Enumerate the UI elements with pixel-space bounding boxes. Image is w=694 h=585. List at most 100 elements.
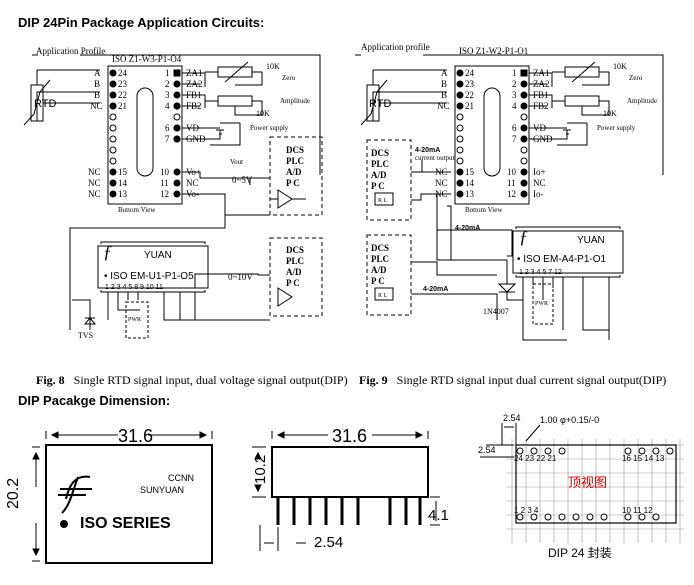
- fig8-module: • ISO EM-U1-P1-O5: [104, 271, 194, 282]
- fig9-r1p: 2: [512, 79, 517, 89]
- fig8-dcs2-l3: P C: [286, 278, 300, 288]
- fig9-model: ISO Z1-W2-P1-O1: [459, 46, 528, 56]
- fig8-r5p: 7: [165, 134, 170, 144]
- fig9-pot-zero: [564, 66, 600, 78]
- fig9-l3n: NC: [437, 101, 450, 111]
- fig9-dcs1-l0: DCS: [371, 148, 389, 158]
- dim-d-top: 2.54: [503, 413, 521, 423]
- dim-w1: 31.6: [118, 426, 153, 446]
- pkg-pin1-dot: [60, 520, 68, 528]
- fig9-rl1: [374, 192, 394, 206]
- fig8-pot-amp: [217, 95, 253, 107]
- fig9-dcs2-l2: A/D: [371, 265, 387, 275]
- fig9-module: • ISO EM-A4-P1-O1: [517, 254, 607, 265]
- fig9-profile: Application profile: [361, 42, 430, 52]
- fig8-module: [97, 245, 209, 289]
- fig8-r4n: VD: [186, 123, 199, 133]
- fig9-b0p: 15: [465, 167, 475, 177]
- fig9-zero: Zero: [629, 74, 643, 82]
- fig8-r1n: ZA2: [186, 79, 203, 89]
- fig9-rl2: [374, 287, 394, 301]
- pkg-grid-outline: [515, 444, 677, 524]
- fig8-caption: Fig. 8 Single RTD signal input, dual vol…: [36, 373, 348, 388]
- fig8-r3p: 4: [165, 101, 170, 111]
- fig9-pwr: PWR: [535, 301, 548, 307]
- fig8-dcs2-l0: DCS: [286, 245, 304, 255]
- fig8-dcs1-l3: P C: [286, 178, 300, 188]
- fig8-bottom-view: Bottom View: [118, 206, 156, 214]
- fig8-label: Fig. 8: [36, 373, 65, 387]
- fig9-dcs2-l3: P C: [371, 276, 385, 286]
- fig8-b2n: NC: [88, 189, 101, 199]
- fig9-dcs2-l1: PLC: [371, 254, 389, 264]
- fig8-caption-text: Single RTD signal input, dual voltage si…: [73, 373, 348, 387]
- fig9-dcs1-l3: P C: [371, 181, 385, 191]
- dim-top-pins-r: 16 15 14 13: [622, 454, 665, 463]
- fig9-dcs1-l2: A/D: [371, 170, 387, 180]
- fig8-dcs2: [269, 237, 323, 317]
- fig8-dcs1: [269, 136, 323, 216]
- dim-top-pins: 24 23 22 21: [514, 454, 557, 463]
- fig8-b1p: 14: [118, 178, 128, 188]
- fig9-diagram: Application profile ISO Z1-W2-P1-O1 RTD …: [355, 42, 664, 341]
- fig8-chip-slot: [136, 87, 154, 177]
- fig8-r2p: 3: [165, 90, 170, 100]
- fig8-l1n: B: [94, 79, 100, 89]
- fig8-b1n: NC: [88, 178, 101, 188]
- fig9-module: [512, 230, 624, 274]
- pkg-top-body: [45, 444, 213, 564]
- dim-w2: 31.6: [332, 426, 367, 446]
- fig9-current1: 4-20mA: [415, 147, 440, 154]
- fig9-r3p: 4: [512, 101, 517, 111]
- dim-brand2: SUNYUAN: [140, 485, 184, 495]
- fig8-l1p: 23: [118, 79, 128, 89]
- fig9-module-pins: 1 2 3 4 5 7 12: [519, 269, 562, 276]
- fig9-l1n: B: [441, 79, 447, 89]
- pkg-side-body: [271, 446, 429, 498]
- fig9-r4p: 6: [512, 123, 517, 133]
- fig9-r3n: FB2: [533, 101, 549, 111]
- fig8-chip: [107, 65, 183, 205]
- dim-dip-label: DIP 24 封装: [548, 546, 612, 560]
- fig9-dcs1: [366, 139, 412, 221]
- fig8-diagram: Application Profile ISO Z1-W3-P1-O4 RTD …: [23, 46, 323, 340]
- dimension-title: DIP Pacakge Dimension:: [18, 393, 171, 408]
- fig9-yuan: YUAN: [577, 235, 605, 246]
- fig8-br2n: Vo-: [186, 189, 199, 199]
- fig8-r0p: 1: [165, 68, 170, 78]
- fig8-dcs1-l1: PLC: [286, 156, 304, 166]
- fig8-zero: Zero: [282, 74, 296, 82]
- fig8-r1p: 2: [165, 79, 170, 89]
- fig8-pot-zero: [217, 66, 253, 78]
- fig8-br2p: 12: [160, 189, 169, 199]
- fig9-caption-text: Single RTD signal input dual current sig…: [396, 373, 667, 387]
- fig9-l3p: 21: [465, 101, 474, 111]
- fig9-br0n: Io+: [533, 167, 546, 177]
- fig8-profile: Application Profile: [36, 46, 105, 56]
- fig9-r5p: 7: [512, 134, 517, 144]
- fig9-rl2-label: R L: [378, 293, 388, 299]
- fig8-pwr: PWR: [128, 317, 141, 323]
- fig9-amp: Amplitude: [627, 97, 657, 105]
- fig9-chip-slot: [483, 87, 501, 177]
- fig8-l0n: A: [94, 68, 101, 78]
- fig8-logo: ƒ: [103, 242, 112, 262]
- fig9-r2p: 3: [512, 90, 517, 100]
- fig8-br1p: 11: [160, 178, 169, 188]
- fig9-b1n: NC: [435, 178, 448, 188]
- dim-p2: 2.54: [314, 534, 343, 551]
- fig9-bottom-view: Bottom View: [465, 206, 503, 214]
- fig9-dcs1-l1: PLC: [371, 159, 389, 169]
- fig9-power: Power supply: [597, 124, 636, 132]
- fig9-l0p: 24: [465, 68, 475, 78]
- fig9-r5n: GND: [533, 134, 553, 144]
- fig8-tvs: TVS: [78, 331, 93, 340]
- section-title: DIP 24Pin Package Application Circuits:: [18, 15, 265, 30]
- fig9-caption: Fig. 9 Single RTD signal input dual curr…: [359, 373, 666, 388]
- fig9-chip: [454, 65, 530, 205]
- fig8-module-pins: 1 2 3 4 5 8 9 10 11: [105, 284, 163, 291]
- fig8-b2p: 13: [118, 189, 128, 199]
- dim-t2: 4.1: [428, 507, 449, 524]
- dim-d-hole: 1.00 φ+0.15/-0: [540, 415, 599, 425]
- fig8-l2n: B: [94, 90, 100, 100]
